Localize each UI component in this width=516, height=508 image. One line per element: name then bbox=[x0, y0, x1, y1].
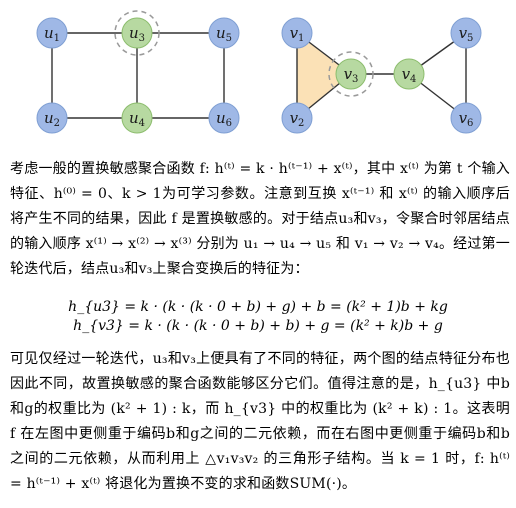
svg-text:u4: u4 bbox=[129, 109, 145, 129]
node-u1: u1 bbox=[36, 17, 68, 49]
left-graph: u1 u3 u5 u2 u4 u6 bbox=[36, 10, 240, 134]
svg-text:u2: u2 bbox=[44, 109, 60, 129]
equation-h-u3: h_{u3} = k · (k · (k · 0 + b) + g) + b =… bbox=[68, 299, 448, 315]
node-v4: v4 bbox=[393, 58, 425, 90]
svg-text:u3: u3 bbox=[129, 24, 145, 44]
svg-text:u6: u6 bbox=[216, 109, 232, 129]
svg-text:v4: v4 bbox=[402, 65, 417, 85]
focus-ring-u3 bbox=[114, 10, 160, 56]
right-graph: v1 v3 v4 v5 v2 v6 bbox=[281, 17, 482, 134]
equation-h-v3: h_{v3} = k · (k · (k · 0 + b) + b) + g =… bbox=[73, 318, 443, 334]
node-v1: v1 bbox=[281, 17, 313, 49]
paragraph-2-text: 可见仅经过一轮迭代，u₃和v₃上便具有了不同的特征，两个图的结点特征分布也因此不… bbox=[10, 351, 510, 492]
equation-block: h_{u3} = k · (k · (k · 0 + b) + g) + b =… bbox=[0, 298, 516, 336]
node-u3: u3 bbox=[121, 17, 153, 49]
node-v3: v3 bbox=[335, 58, 367, 90]
node-u5: u5 bbox=[208, 17, 240, 49]
node-v6: v6 bbox=[450, 102, 482, 134]
svg-text:u5: u5 bbox=[216, 24, 232, 44]
paragraph-definition: 考虑一般的置换敏感聚合函数 f: h⁽ᵗ⁾ = k · h⁽ᵗ⁻¹⁾ + x⁽ᵗ… bbox=[10, 157, 510, 282]
svg-text:u1: u1 bbox=[44, 24, 60, 44]
node-u6: u6 bbox=[208, 102, 240, 134]
focus-ring-v3 bbox=[328, 51, 374, 97]
node-u4: u4 bbox=[121, 102, 153, 134]
svg-text:v2: v2 bbox=[290, 109, 305, 129]
node-v5: v5 bbox=[450, 17, 482, 49]
paragraph-analysis: 可见仅经过一轮迭代，u₃和v₃上便具有了不同的特征，两个图的结点特征分布也因此不… bbox=[10, 347, 510, 497]
triangle-v1-v3-v2 bbox=[297, 33, 351, 118]
graph-figure: u1 u3 u5 u2 u4 u6 bbox=[36, 10, 482, 134]
svg-text:v6: v6 bbox=[459, 109, 474, 129]
svg-text:v3: v3 bbox=[344, 65, 359, 85]
node-v2: v2 bbox=[281, 102, 313, 134]
svg-text:v5: v5 bbox=[459, 24, 474, 44]
node-u2: u2 bbox=[36, 102, 68, 134]
paragraph-1-text: 考虑一般的置换敏感聚合函数 f: h⁽ᵗ⁾ = k · h⁽ᵗ⁻¹⁾ + x⁽ᵗ… bbox=[10, 161, 510, 277]
svg-text:v1: v1 bbox=[290, 24, 305, 44]
